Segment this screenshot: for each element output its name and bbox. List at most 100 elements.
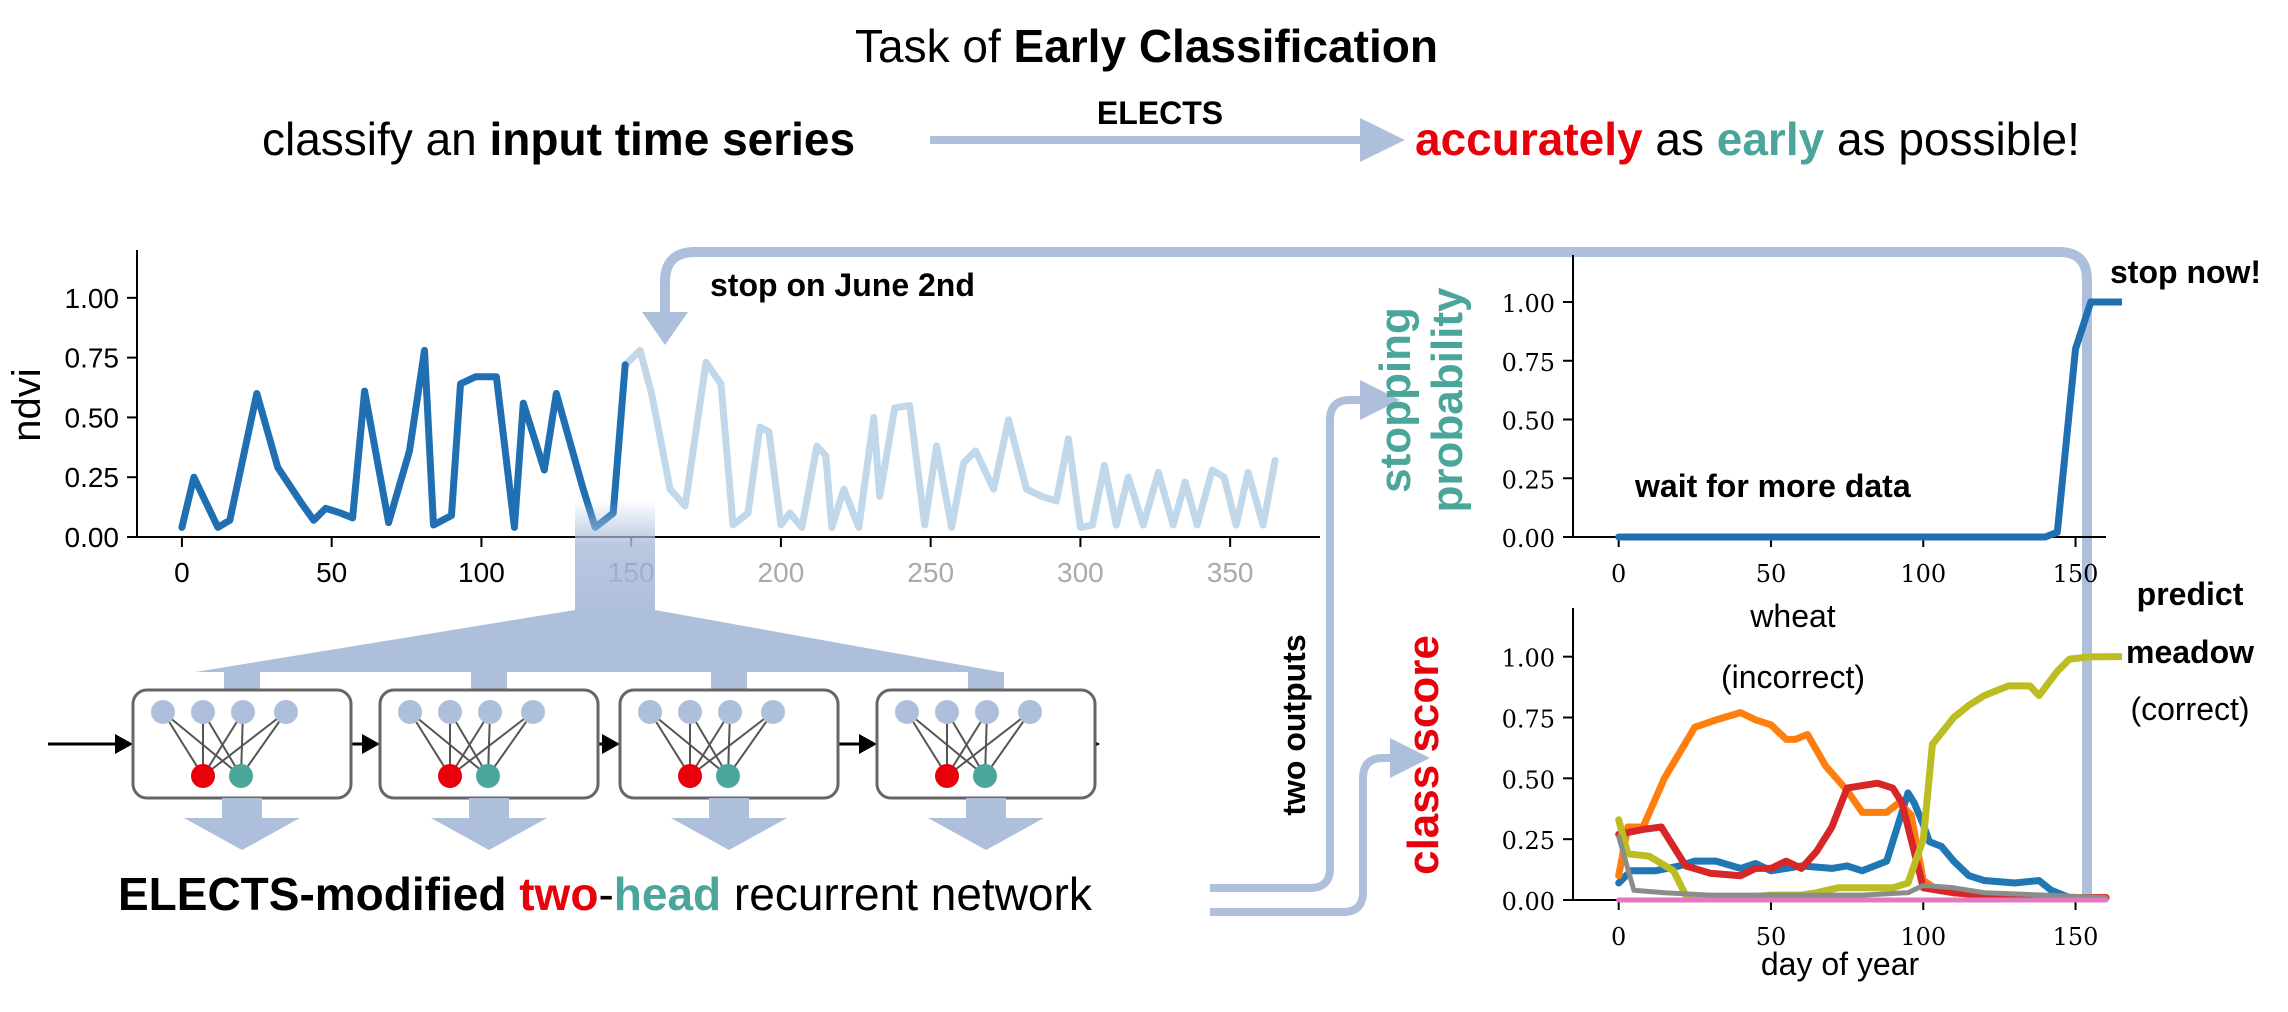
rnn-input-node [151,700,175,724]
hidden-state-arrow-head [859,734,877,754]
rnn-connection [449,711,534,777]
rnn-stop-head-node [716,764,740,788]
class-score-series-2 [1615,779,2110,902]
rnn-input-node [638,700,662,724]
input-stem [471,672,507,692]
ndvi-xtick-label: 100 [458,557,505,588]
rnn-cell [131,688,353,850]
class-xtick-label: 0 [1611,923,1626,951]
ndvi-ytick-label: 0.25 [65,462,120,493]
rnn-connection [689,711,774,777]
ndvi-y-label: ndvi [5,368,49,441]
rnn-connection [202,711,287,777]
elects-arrow-label: ELECTS [1097,95,1223,131]
input-funnel-stem [575,500,655,610]
output-arrow-class [1210,754,1392,916]
rnn-input-node [438,700,462,724]
rnn-class-head-node [191,764,215,788]
stop-ytick-label: 0.00 [1502,525,1555,553]
correct-annotation: (correct) [2130,691,2249,727]
class-ytick-label: 1.00 [1502,645,1555,673]
rnn-connection [906,711,948,777]
class-score-series-0 [1615,789,2110,902]
class-x-label: day of year [1761,946,1920,982]
ndvi-ytick-label: 0.00 [65,522,120,553]
rnn-output-arrow [431,818,547,850]
rnn-cell [618,688,840,850]
ndvi-xtick-label: 350 [1207,557,1254,588]
hidden-state-arrow-head [362,734,380,754]
ndvi-ytick-label: 1.00 [65,283,120,314]
rnn-input-node [718,700,742,724]
rnn-stop-head-node [973,764,997,788]
rnn-class-head-node [438,764,462,788]
rnn-output-arrow [671,818,787,850]
input-funnel [195,610,1000,672]
stop-ytick-label: 0.75 [1502,349,1555,377]
rnn-stop-head-node [476,764,500,788]
predict-annotation: predict [2137,576,2244,612]
input-stem [224,672,260,692]
rnn-output-stem [469,798,509,818]
class-score-label: class score [1399,635,1448,875]
rnn-input-node [191,700,215,724]
rnn-output-arrow [184,818,300,850]
ndvi-xtick-label: 200 [758,557,805,588]
rnn-class-head-node [935,764,959,788]
ndvi-xtick-label: 250 [907,557,954,588]
stop-feedback-arrow [660,247,2092,900]
ndvi-observed-series [178,346,629,531]
stop-now-annotation: stop now! [2110,254,2261,290]
ndvi-xtick-label: 0 [174,557,190,588]
input-stem [968,672,1004,692]
rnn-output-stem [709,798,749,818]
rnn-connection [727,711,774,777]
rnn-input-node [1018,700,1042,724]
class-xtick-label: 150 [2053,923,2099,951]
rnn-connection [689,711,731,777]
rnn-connection [202,711,244,777]
class-score-series-4 [1616,834,2109,901]
rnn-connection [487,711,534,777]
class-ytick-label: 0.25 [1502,827,1555,855]
rnn-input-node [935,700,959,724]
network-label: ELECTS-modified two-head recurrent netwo… [118,868,1093,920]
output-arrow-stopping [1210,396,1362,892]
rnn-stop-head-node [229,764,253,788]
wheat-annotation: wheat [1749,598,1836,634]
class-ytick-label: 0.00 [1502,888,1555,916]
sequence-input-arrow-head [115,734,133,754]
stopping-label-line2: probability [1423,287,1472,512]
stop-date-annotation: stop on June 2nd [710,267,975,303]
stop-xtick-label: 150 [2053,560,2099,588]
output-arrow-class-head [1390,738,1430,778]
rnn-input-node [895,700,919,724]
stop-xtick-label: 50 [1756,560,1787,588]
rnn-input-node [398,700,422,724]
rnn-connection [409,711,451,777]
rnn-output-stem [966,798,1006,818]
stopping-probability-series [1615,298,2110,541]
ndvi-ytick-label: 0.50 [65,402,120,433]
rnn-cell [378,688,600,850]
stop-ytick-label: 0.50 [1502,408,1555,436]
two-outputs-label: two outputs [1276,634,1312,815]
incorrect-annotation: (incorrect) [1721,659,1865,695]
figure-title: Task of Early Classification [855,20,1438,72]
task-left-text: classify an input time series [262,113,855,165]
rnn-connection [984,711,1031,777]
class-ytick-label: 0.50 [1502,766,1555,794]
hidden-state-arrow-head [602,734,620,754]
rnn-connection [449,711,491,777]
elects-arrow-head [1360,118,1405,162]
task-right-text: accurately as early as possible! [1415,113,2080,165]
rnn-input-node [521,700,545,724]
ndvi-future-series [621,346,1279,531]
rnn-input-node [231,700,255,724]
stop-ytick-label: 0.25 [1502,466,1555,494]
ndvi-xtick-label: 50 [316,557,347,588]
rnn-output-arrow [928,818,1044,850]
